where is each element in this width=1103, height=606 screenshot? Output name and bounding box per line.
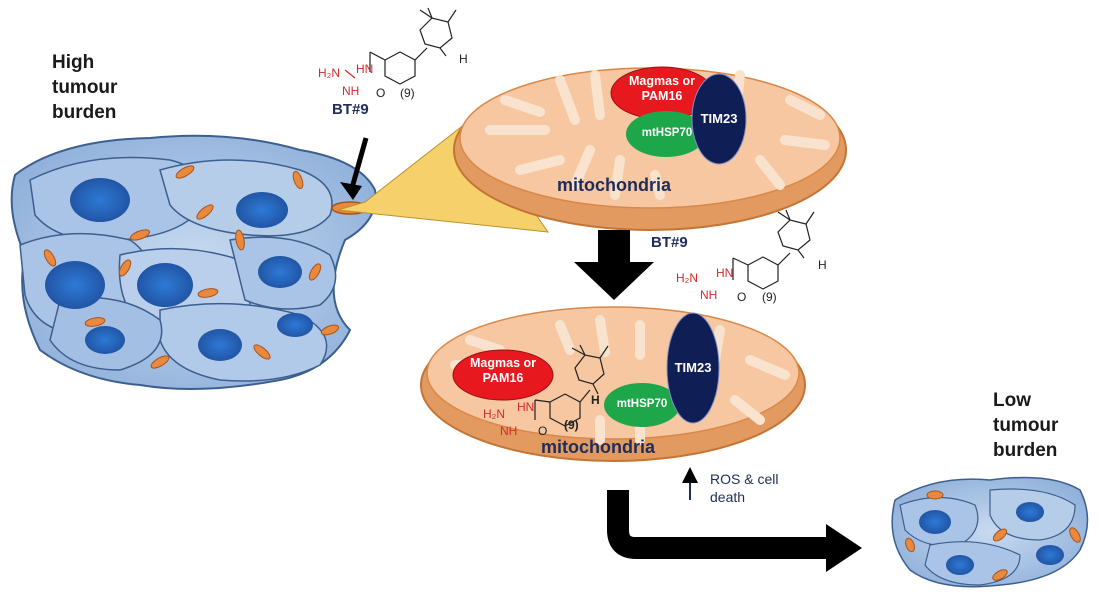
high-burden-line-1: High xyxy=(52,52,95,73)
compound-9-structure-bound xyxy=(534,344,609,427)
magmas-label-top-line-1: Magmas or xyxy=(629,74,695,88)
chem-h-top: H xyxy=(459,52,468,66)
low-burden-line-1: Low xyxy=(993,390,1031,411)
compound-number-bound: (9) xyxy=(564,418,579,432)
outcome-arrow-shaft xyxy=(607,490,830,559)
magmas-label-bottom-line-2: PAM16 xyxy=(482,371,524,385)
chem-hn-right: HN xyxy=(716,266,734,280)
chem-o-top: O xyxy=(376,86,386,100)
drug-label-top: BT#9 xyxy=(332,101,369,118)
high-burden-line-2: tumour xyxy=(52,77,118,98)
mthsp70-label-top: mtHSP70 xyxy=(641,127,693,139)
chem-h2n-top: H₂N xyxy=(318,66,340,80)
high-burden-label: High tumour burden xyxy=(52,50,117,125)
compound-number-right: (9) xyxy=(762,290,777,304)
low-burden-cell-cluster xyxy=(891,476,1089,588)
high-burden-cell-cluster xyxy=(10,134,377,390)
mthsp70-blob-top xyxy=(626,111,706,157)
magmas-label-bottom-line-1: Magmas or xyxy=(470,356,536,370)
drug-label-middle: BT#9 xyxy=(651,234,688,251)
outcome-line-2: death xyxy=(710,489,746,505)
chem-hn-bound: HN xyxy=(517,400,535,414)
bt9-entry-arrow-head xyxy=(340,182,362,200)
magmas-label-top: Magmas or PAM16 xyxy=(614,74,710,104)
magmas-label-top-line-2: PAM16 xyxy=(641,89,683,103)
magmas-label-bottom: Magmas or PAM16 xyxy=(455,356,551,386)
chem-hn-top: HN xyxy=(356,62,374,76)
chem-o-right: O xyxy=(737,290,747,304)
chem-nh-top: NH xyxy=(342,84,360,98)
tim23-label-bottom: TIM23 xyxy=(674,360,712,375)
low-burden-line-2: tumour xyxy=(993,415,1059,436)
chem-o-bound: O xyxy=(538,424,548,438)
chem-h2n-right: H₂N xyxy=(676,271,698,285)
chem-nh-bound: NH xyxy=(500,424,518,438)
outcome-line-1: ROS & cell xyxy=(710,471,779,487)
low-burden-label: Low tumour burden xyxy=(993,388,1058,463)
mitochondria-label-top: mitochondria xyxy=(557,175,672,195)
mitochondria-label-bottom: mitochondria xyxy=(541,437,656,457)
high-burden-line-3: burden xyxy=(52,102,117,123)
magmas-pam16-blob-bottom xyxy=(452,349,554,401)
tim23-blob-top xyxy=(691,73,747,165)
chem-nh-right: NH xyxy=(700,288,718,302)
outcome-arrow-head xyxy=(826,524,862,572)
mthsp70-blob-bottom xyxy=(604,383,680,427)
tim23-blob-bottom xyxy=(666,312,720,424)
chem-h2n-bound: H₂N xyxy=(483,407,505,421)
tim23-label-top: TIM23 xyxy=(700,111,738,126)
chem-h-right: H xyxy=(818,258,827,272)
outcome-label: ROS & cell death xyxy=(710,470,778,506)
bt9-entry-arrow-shaft xyxy=(349,137,369,189)
compound-9-structure-top xyxy=(344,7,457,85)
compound-number-top: (9) xyxy=(400,86,415,100)
compound-9-structure-right xyxy=(732,209,815,290)
mthsp70-label-bottom: mtHSP70 xyxy=(616,398,668,410)
chem-h-bound: H xyxy=(591,393,600,407)
treatment-arrow xyxy=(574,230,654,300)
low-burden-line-3: burden xyxy=(993,440,1058,461)
